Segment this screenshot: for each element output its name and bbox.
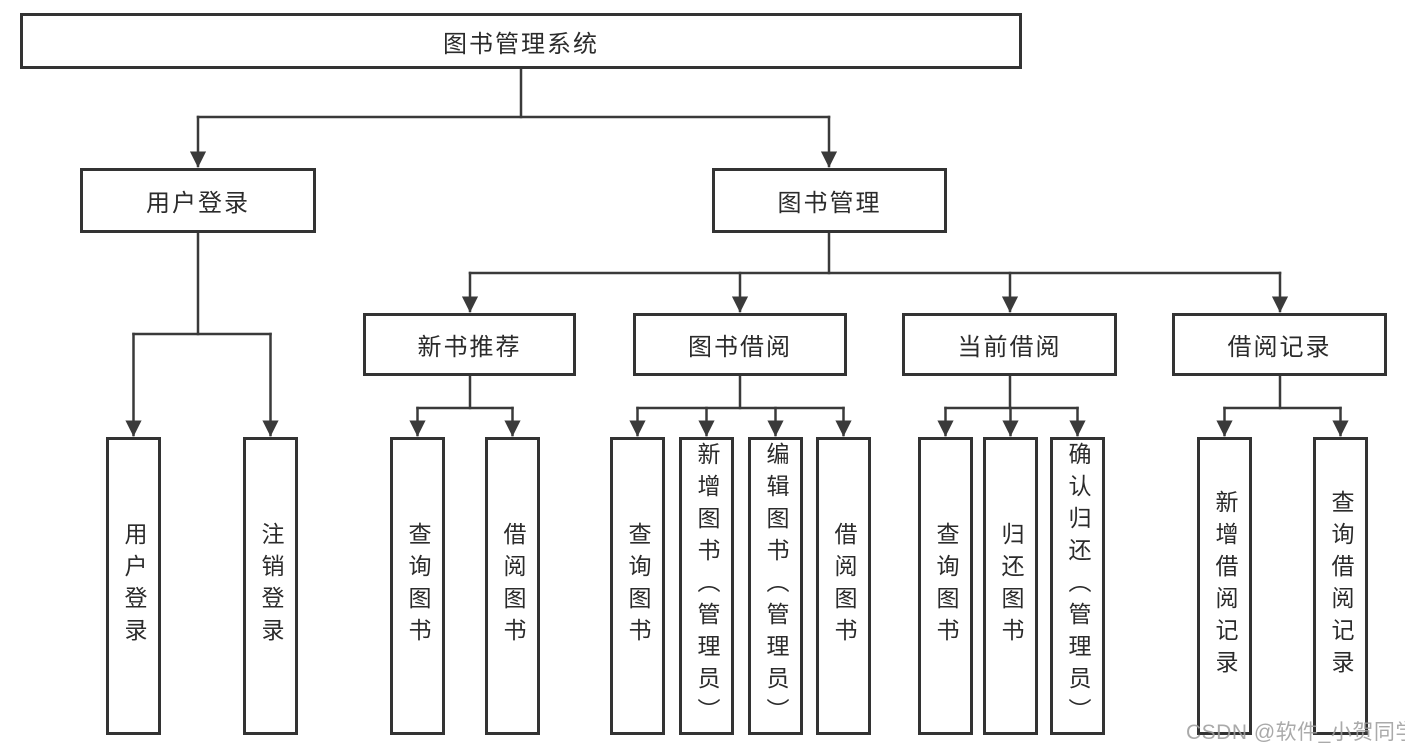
node-label: 图书借阅 [688, 334, 792, 361]
leaf-label: 查询借阅记录 [1328, 490, 1354, 682]
leaf-label: 注销登录 [258, 522, 284, 650]
leaf-confirm-return-admin: 确认归还（管理员） [1050, 437, 1105, 735]
leaf-add-books-admin: 新增图书（管理员） [679, 437, 734, 735]
leaf-edit-books-admin: 编辑图书（管理员） [748, 437, 803, 735]
leaf-query-books-borrow: 查询图书 [610, 437, 665, 735]
leaf-label: 确认归还（管理员） [1065, 442, 1091, 730]
leaf-query-borrow-record: 查询借阅记录 [1313, 437, 1368, 735]
leaf-label: 用户登录 [121, 522, 147, 650]
leaf-label: 查询图书 [405, 522, 431, 650]
leaf-add-borrow-record: 新增借阅记录 [1197, 437, 1252, 735]
leaf-label: 新增借阅记录 [1212, 490, 1238, 682]
leaf-query-books-current: 查询图书 [918, 437, 973, 735]
leaf-label: 查询图书 [625, 522, 651, 650]
leaf-label: 查询图书 [933, 522, 959, 650]
node-new-book-recommendation: 新书推荐 [363, 313, 576, 376]
node-label: 图书管理系统 [443, 30, 599, 58]
node-borrowing-records: 借阅记录 [1172, 313, 1387, 376]
leaf-user-login: 用户登录 [106, 437, 161, 735]
leaf-label: 新增图书（管理员） [694, 442, 720, 730]
node-label: 当前借阅 [957, 334, 1062, 361]
node-book-borrowing: 图书借阅 [633, 313, 847, 376]
leaf-logout: 注销登录 [243, 437, 298, 735]
leaf-query-books-recommend: 查询图书 [390, 437, 445, 735]
leaf-borrow-books: 借阅图书 [816, 437, 871, 735]
node-label: 图书管理 [777, 190, 882, 217]
node-library-system: 图书管理系统 [20, 13, 1022, 69]
node-label: 新书推荐 [417, 334, 522, 361]
node-label: 用户登录 [146, 190, 250, 217]
node-book-management: 图书管理 [712, 168, 947, 233]
leaf-return-books: 归还图书 [983, 437, 1038, 735]
csdn-watermark: CSDN @软件_小贺同学 [1186, 721, 1405, 744]
node-user-login: 用户登录 [80, 168, 316, 233]
leaf-label: 编辑图书（管理员） [763, 442, 789, 730]
leaf-label: 借阅图书 [831, 522, 857, 650]
leaf-label: 借阅图书 [500, 522, 526, 650]
leaf-borrow-books-recommend: 借阅图书 [485, 437, 540, 735]
leaf-label: 归还图书 [998, 522, 1024, 650]
node-current-borrowing: 当前借阅 [902, 313, 1117, 376]
node-label: 借阅记录 [1227, 334, 1332, 361]
